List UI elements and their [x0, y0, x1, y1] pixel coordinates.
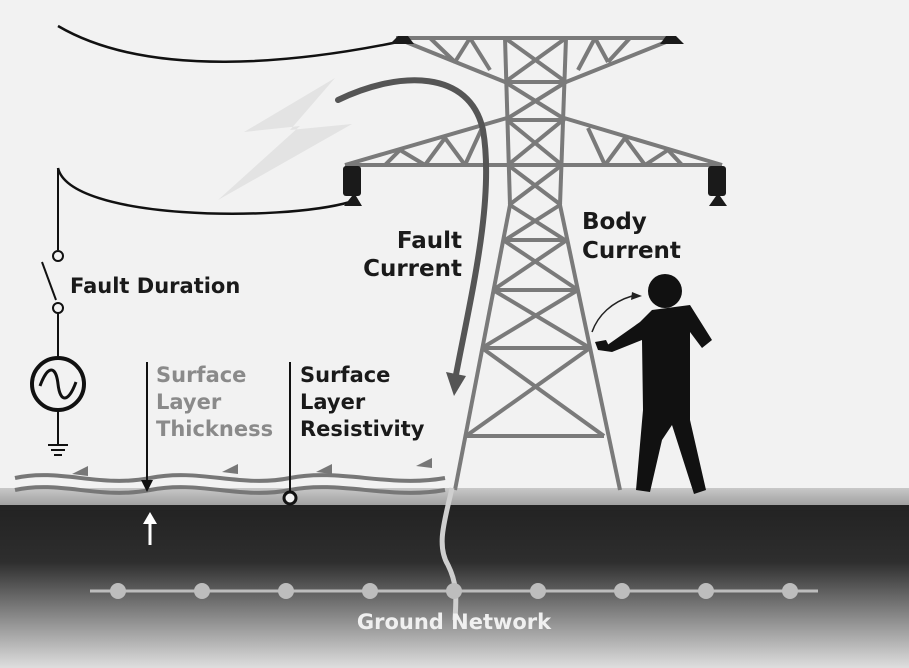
label-resistivity-line3: Resistivity — [300, 417, 425, 441]
thickness-arrowhead-down — [141, 480, 153, 492]
ground-rod — [614, 583, 630, 599]
thickness-arrowhead-up — [143, 512, 157, 524]
insulator-right-cap — [709, 196, 727, 206]
surface-strip — [0, 488, 909, 508]
label-body-current-line1: Body — [582, 209, 647, 235]
flow-arrow — [222, 464, 238, 474]
insulator-top-left — [390, 36, 414, 44]
ground-rod — [782, 583, 798, 599]
surface-layer-line-bottom — [14, 485, 446, 495]
label-body-current-line2: Current — [582, 238, 681, 264]
body-current-arrow — [591, 295, 633, 333]
ground-rod — [446, 583, 462, 599]
insulator-left — [343, 166, 361, 196]
ground-rod — [698, 583, 714, 599]
ground-rod — [278, 583, 294, 599]
label-resistivity-line1: Surface — [300, 363, 390, 387]
insulator-top-right — [660, 36, 684, 44]
label-resistivity-line2: Layer — [300, 390, 366, 414]
fault-current-arrowhead — [446, 372, 466, 396]
label-ground-network: Ground Network — [357, 610, 552, 634]
fault-current-ground-path — [439, 487, 459, 621]
insulators — [343, 36, 727, 206]
insulator-left-cap — [344, 196, 362, 206]
flow-arrow — [416, 458, 432, 468]
fault-current-arc — [335, 77, 490, 383]
label-thickness-line2: Layer — [156, 390, 222, 414]
switch-icon — [41, 261, 57, 301]
label-thickness-line1: Surface — [156, 363, 246, 387]
switch-contact-top — [52, 250, 64, 262]
upper-conductor — [57, 24, 399, 63]
ground-symbol-icon — [48, 444, 68, 456]
label-fault-current-line1: Fault — [397, 228, 462, 254]
surface-flow-arrows — [72, 458, 432, 476]
insulator-right — [708, 166, 726, 196]
lightning-bolt-icon — [218, 78, 352, 200]
ground-rod — [194, 583, 210, 599]
switch-contact-bottom — [52, 302, 64, 314]
body-current-arrowhead — [631, 292, 642, 300]
ground-rod — [530, 583, 546, 599]
label-fault-current-line2: Current — [363, 256, 462, 282]
lower-conductor — [56, 167, 351, 215]
flow-arrow — [316, 464, 332, 474]
sky — [0, 0, 909, 490]
label-fault-duration: Fault Duration — [70, 274, 240, 298]
person-icon — [595, 274, 712, 494]
resistivity-probe — [282, 490, 298, 506]
ground-rod — [362, 583, 378, 599]
surface-layer-line-top — [14, 473, 446, 483]
ground-network-nodes — [110, 583, 798, 599]
source-circuit — [30, 168, 86, 456]
flow-arrow — [72, 466, 88, 476]
ground-rod — [110, 583, 126, 599]
transmission-tower — [344, 36, 723, 491]
label-thickness-line3: Thickness — [156, 417, 273, 441]
